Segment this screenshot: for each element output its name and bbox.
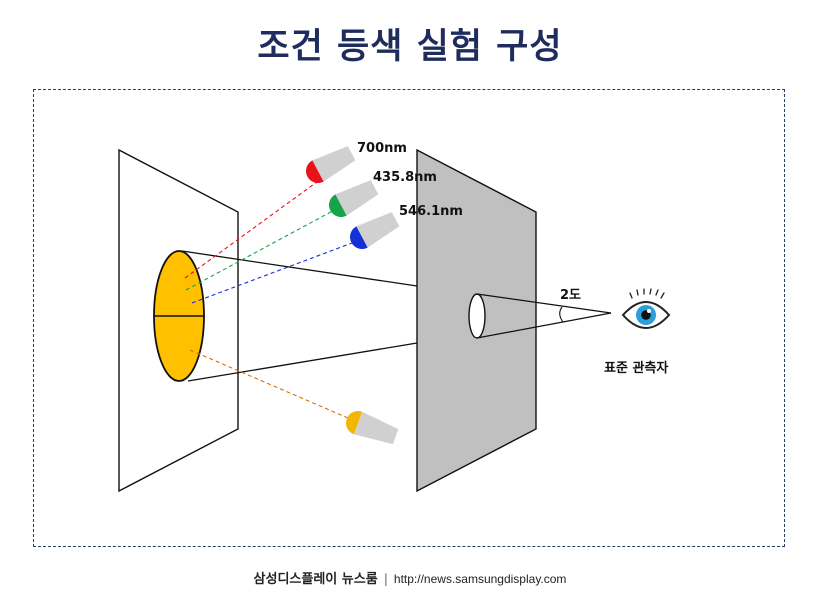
red-beam [184, 178, 322, 279]
screen-aperture [468, 293, 486, 339]
yellow-lamp [346, 411, 399, 445]
angle-label: 2도 [560, 288, 581, 303]
green-wavelength-label: 435.8nm [373, 170, 437, 185]
cone-line-bottom [187, 342, 418, 382]
view-line-top [476, 293, 612, 314]
green-beam [185, 206, 341, 291]
diagram-frame [33, 89, 785, 547]
footer: 삼성디스플레이 뉴스룸 | http://news.samsungdisplay.c… [0, 568, 820, 587]
observer-label: 표준 관측자 [604, 360, 668, 376]
blue-wavelength-label: 546.1nm [399, 204, 463, 219]
eye-icon [621, 288, 671, 329]
red-wavelength-label: 700nm [357, 141, 407, 156]
yellow-beam [189, 349, 356, 422]
footer-url[interactable]: http://news.samsungdisplay.com [393, 572, 567, 586]
angle-arc [559, 306, 564, 323]
page-title: 조건 등색 실험 구성 [257, 27, 563, 67]
cone-line-top [181, 250, 418, 287]
footer-brand: 삼성디스플레이 뉴스룸 [253, 572, 378, 587]
blue-lamp [350, 212, 400, 249]
view-line-bottom [476, 312, 612, 339]
blue-beam [191, 239, 361, 304]
footer-separator: | [383, 571, 388, 586]
green-lamp [329, 180, 379, 217]
red-lamp [306, 146, 356, 183]
